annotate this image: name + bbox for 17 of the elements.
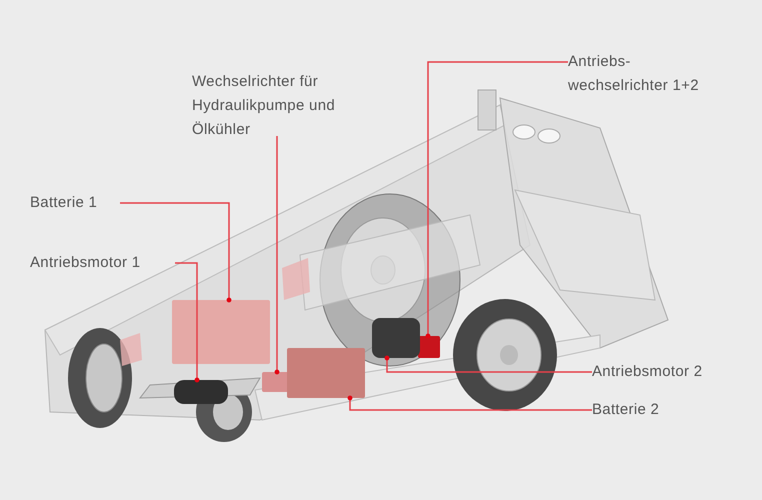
battery-part — [172, 300, 270, 364]
callout-label: Batterie 2 — [592, 398, 682, 422]
leader-line — [426, 61, 568, 338]
leader-line — [384, 356, 592, 373]
motor-part — [372, 318, 420, 358]
leader-line — [348, 396, 592, 411]
callout-label: Antriebsmotor 2 — [592, 360, 732, 384]
callout-label: Antriebsmotor 1 — [30, 251, 175, 275]
leader-line — [175, 262, 200, 382]
battery-part — [287, 348, 365, 398]
leader-line — [274, 136, 280, 374]
drive-inverter-part — [418, 336, 440, 358]
leader-line — [120, 202, 232, 302]
callout-label: Batterie 1 — [30, 191, 120, 215]
callout-label: Antriebs- wechselrichter 1+2 — [568, 50, 726, 98]
callout-label: Wechselrichter für Hydraulikpumpe und Ölkühler — [192, 70, 372, 142]
motor-part — [174, 380, 228, 404]
